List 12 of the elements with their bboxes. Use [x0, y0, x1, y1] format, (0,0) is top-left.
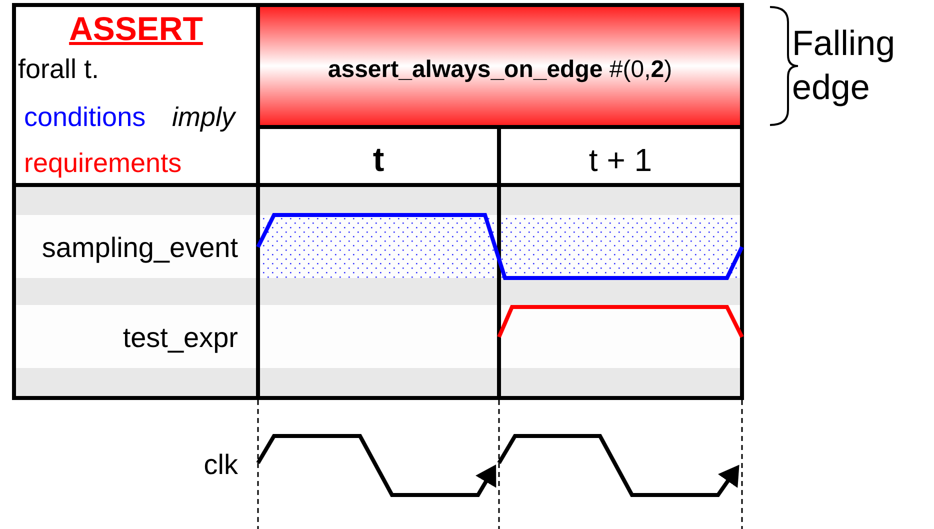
- assert-heading: ASSERT: [69, 10, 203, 48]
- conditions-text: conditions: [24, 103, 146, 133]
- annotation-text: Falling edge: [792, 23, 896, 109]
- column-header: t + 1: [588, 142, 652, 178]
- signal-name: clk: [204, 450, 238, 480]
- signal-name: test_expr: [122, 322, 238, 354]
- quantifier-text: forall t.: [18, 55, 100, 85]
- column-header: t: [372, 142, 384, 180]
- signal-name: sampling_event: [42, 232, 238, 264]
- requirements-text: requirements: [24, 149, 182, 179]
- assertion-name: assert_always_on_edge #(0,2): [328, 56, 672, 84]
- implication-text: imply: [172, 103, 236, 133]
